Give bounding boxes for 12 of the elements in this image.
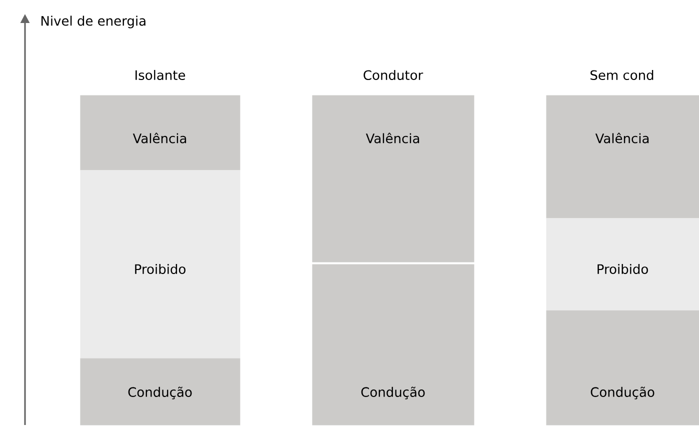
energy-band: Condução [312, 264, 474, 426]
energy-band: Valência [546, 95, 699, 218]
energy-band: Valência [80, 95, 240, 170]
column-heading: Sem cond [590, 70, 654, 80]
energy-band: Condução [546, 310, 699, 426]
energy-band: Proibido [80, 170, 240, 358]
energy-band: Condução [80, 358, 240, 426]
energy-band: Valência [312, 95, 474, 262]
axis-label: Nivel de energia [41, 16, 146, 28]
column-heading: Isolante [136, 70, 186, 80]
energy-band: Proibido [546, 218, 699, 310]
column-heading: Condutor [364, 70, 424, 80]
